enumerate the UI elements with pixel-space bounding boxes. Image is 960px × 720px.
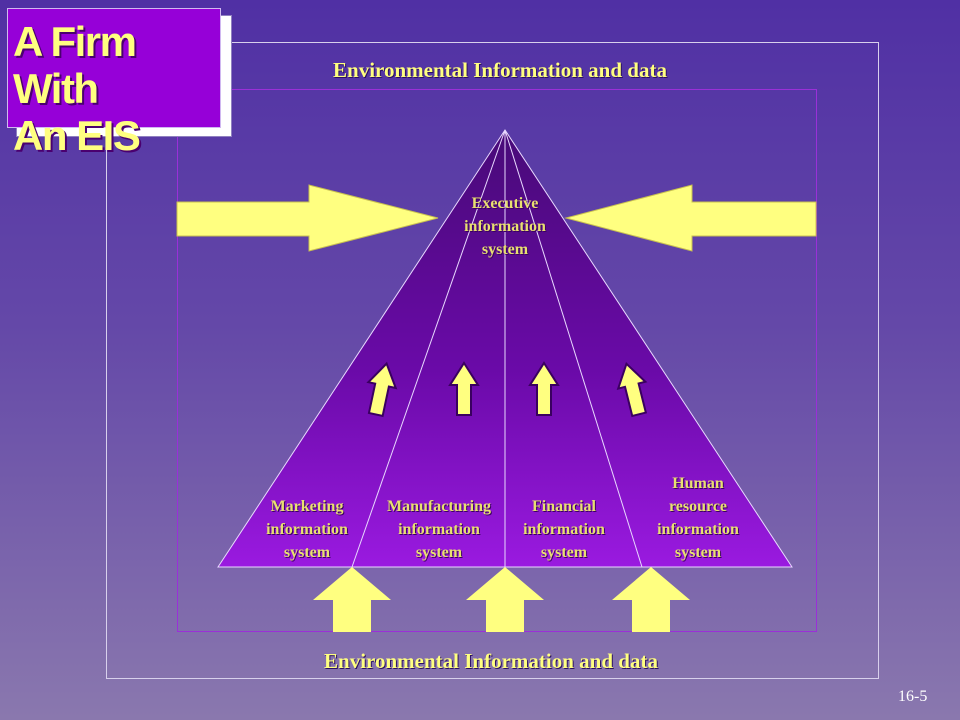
right-input-arrow: [564, 184, 817, 252]
upward-arrow-manufacturing: [448, 361, 480, 416]
environment-bottom-label: Environmental Information and data: [324, 649, 658, 673]
marketing-system-label: Marketing information system: [248, 495, 366, 564]
pyramid-divider-3: [504, 129, 643, 568]
outer-environment-frame: [106, 42, 879, 679]
marketing-line3: system: [283, 544, 331, 561]
manufacturing-line2: information: [398, 521, 480, 538]
bottom-input-arrow-2: [466, 567, 544, 632]
pyramid-divider-1: [351, 129, 506, 568]
executive-line1: Executive: [471, 195, 539, 212]
upward-arrow-human-resource: [616, 361, 648, 418]
manufacturing-line1: Manufacturing: [387, 498, 491, 515]
left-input-arrow: [176, 184, 439, 252]
marketing-line2: information: [266, 521, 348, 538]
human-resource-line4: system: [674, 544, 722, 561]
environment-top-label: Environmental Information and data: [333, 58, 667, 82]
marketing-line1: Marketing: [270, 498, 344, 515]
page-number: 16-5: [898, 688, 928, 705]
financial-line1: Financial: [531, 498, 596, 515]
slide-title-line2: An EIS: [13, 112, 141, 159]
upward-arrow-financial: [528, 361, 560, 416]
human-resource-line3: information: [657, 521, 739, 538]
slide-title-line1: A Firm With: [13, 18, 137, 112]
executive-system-label: Executive information system: [435, 192, 575, 261]
manufacturing-line3: system: [415, 544, 463, 561]
manufacturing-system-label: Manufacturing information system: [368, 495, 510, 564]
executive-line3: system: [481, 241, 529, 258]
financial-line2: information: [523, 521, 605, 538]
bottom-input-arrow-3: [612, 567, 690, 632]
upward-arrow-marketing: [366, 361, 398, 418]
financial-system-label: Financial information system: [505, 495, 623, 564]
human-resource-line1: Human: [672, 475, 724, 492]
human-resource-system-label: Human resource information system: [638, 472, 758, 564]
bottom-input-arrow-1: [313, 567, 391, 632]
human-resource-line2: resource: [668, 498, 728, 515]
executive-line2: information: [464, 218, 546, 235]
title-box: [7, 8, 221, 128]
slide-title: A Firm With An EIS: [13, 18, 218, 159]
financial-line3: system: [540, 544, 588, 561]
